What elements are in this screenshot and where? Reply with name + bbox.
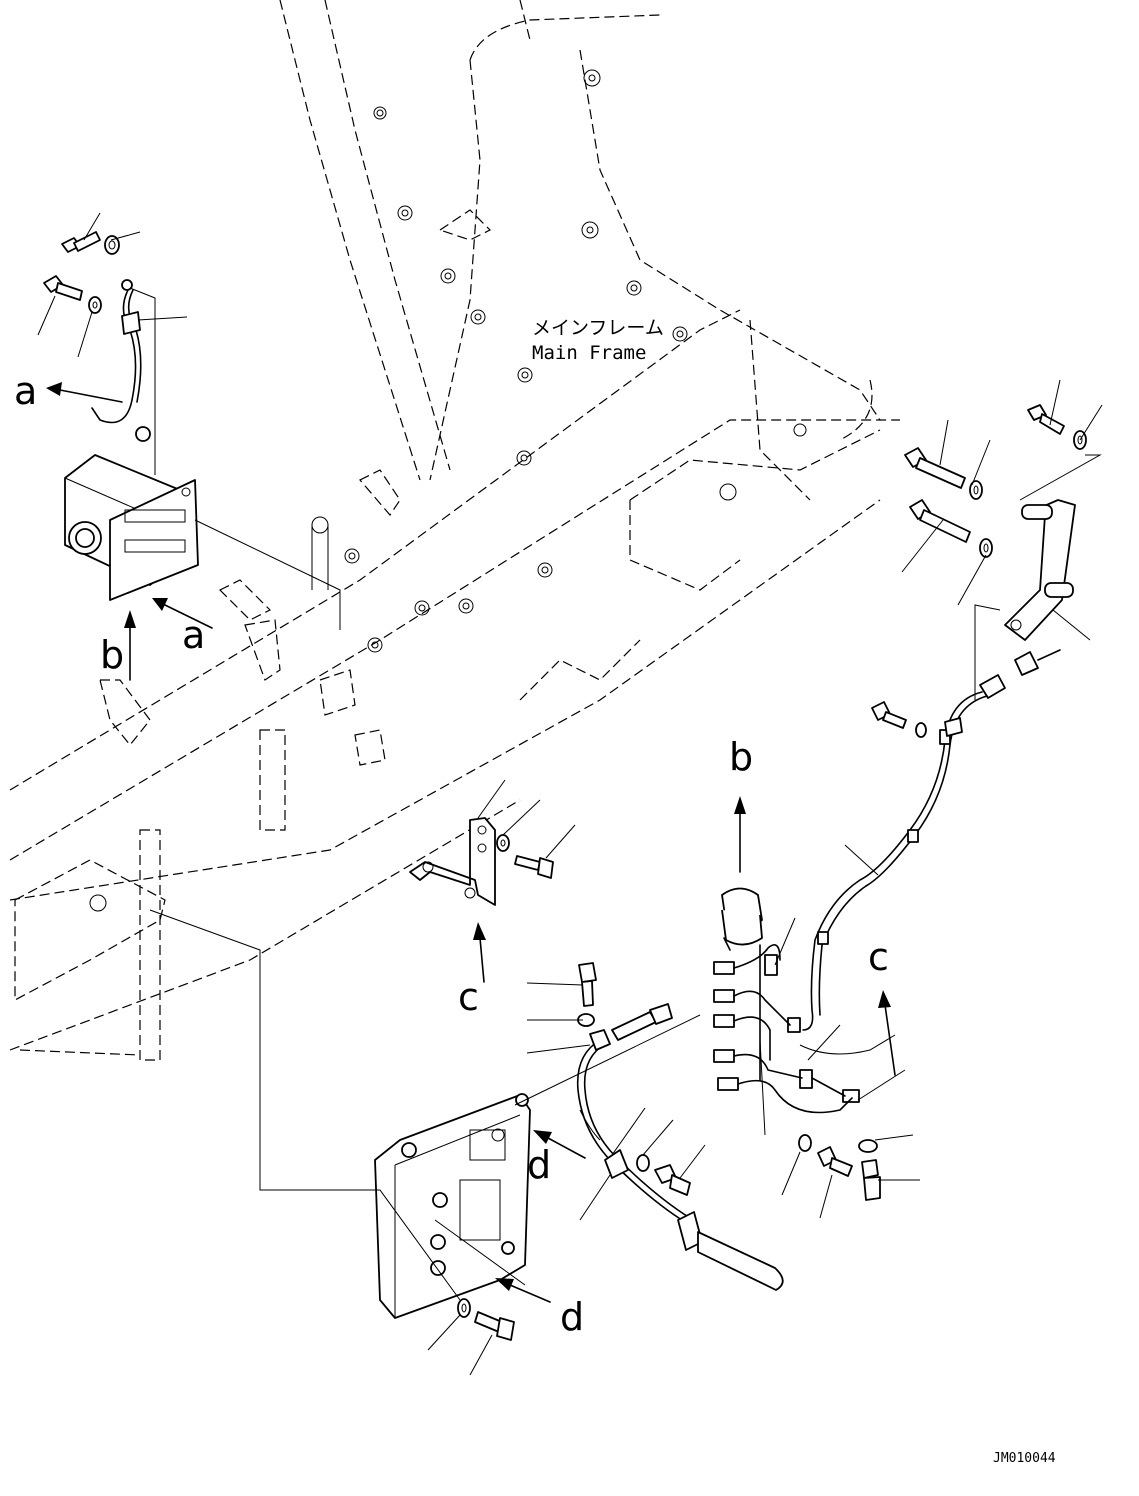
bracket-c [409, 817, 496, 906]
right-bolt-long-2 [909, 499, 971, 543]
left-bolt-2 [43, 275, 83, 301]
harness-washers [577, 1013, 878, 1172]
right-washer-2 [969, 480, 983, 500]
harness-bolts [578, 962, 881, 1201]
view-marker-b-left: b [100, 633, 124, 677]
view-marker-c-right: c [868, 935, 889, 979]
sensor-probe [576, 1003, 784, 1291]
controller-washer [457, 1298, 471, 1318]
left-washer-2 [88, 296, 102, 314]
main-frame-label-en: Main Frame [532, 342, 646, 364]
view-marker-a-lower: a [182, 613, 205, 657]
harness-terminals [713, 944, 860, 1114]
frame-holes [89, 69, 807, 912]
connector-plug [979, 649, 1061, 699]
left-washer-1 [104, 235, 120, 255]
clip-bolt [871, 701, 963, 738]
view-marker-b-right: b [729, 735, 753, 779]
main-frame-label-jp: メインフレーム [532, 317, 664, 339]
bracket-c-washer [496, 834, 510, 852]
leader-lines [37, 212, 1103, 1376]
bracket-c-bolt [514, 855, 554, 879]
view-marker-a-upper: a [14, 369, 37, 413]
right-bolt-1 [1027, 404, 1065, 435]
view-arrows [46, 382, 896, 1303]
view-marker-letters: a a b b c c d d [14, 369, 889, 1339]
view-marker-d-lower: d [560, 1295, 584, 1339]
ground-cable [91, 279, 151, 442]
left-bolt-1 [61, 231, 101, 253]
right-washer-3 [979, 538, 993, 558]
view-marker-c-left: c [458, 975, 479, 1019]
right-bolt-long-1 [904, 447, 966, 489]
sensor-housing [64, 454, 199, 601]
controller-bolt [474, 1311, 515, 1341]
connector-block [721, 887, 763, 951]
sensor-bracket [1004, 499, 1076, 641]
view-marker-d-upper: d [527, 1143, 551, 1187]
drawing-code: JM010044 [993, 1451, 1056, 1466]
speed-sensor-cable [802, 691, 988, 1031]
